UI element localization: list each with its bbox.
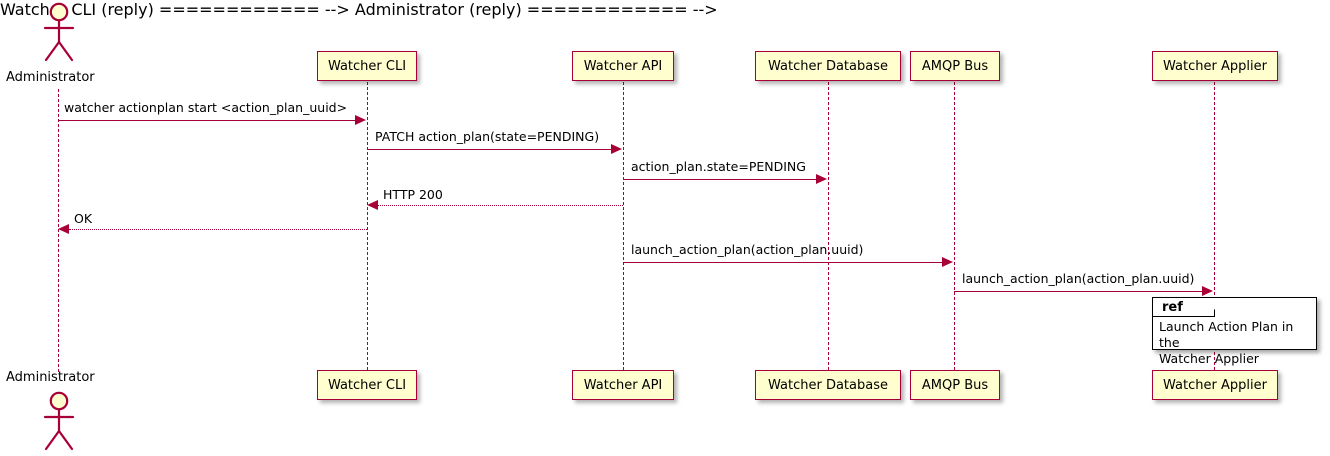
ref-fragment-tab: ref (1153, 298, 1215, 317)
message-label-1: watcher actionplan start <action_plan_uu… (64, 100, 348, 115)
message-arrowhead-4 (367, 200, 378, 210)
message-label-2: PATCH action_plan(state=PENDING) (375, 129, 600, 144)
participant-box-watcher-cli-top[interactable]: Watcher CLI (317, 51, 417, 81)
lifeline-amqp-bus (954, 82, 955, 370)
message-label-4: HTTP 200 (383, 187, 443, 202)
message-label-5: OK (74, 211, 93, 226)
participant-label-watcher-api-bottom: Watcher API (583, 377, 663, 393)
message-label-7: launch_action_plan(action_plan.uuid) (962, 271, 1195, 286)
participant-box-watcher-database-bottom[interactable]: Watcher Database (755, 370, 901, 400)
message-line-3 (623, 179, 817, 180)
ref-fragment-text-line-1: Launch Action Plan in the (1159, 319, 1294, 350)
participant-box-watcher-applier-top[interactable]: Watcher Applier (1152, 51, 1278, 81)
actor-label-administrator-bottom: Administrator (6, 370, 95, 385)
actor-administrator-top[interactable] (38, 2, 80, 64)
participant-box-watcher-cli-bottom[interactable]: Watcher CLI (317, 370, 417, 400)
message-line-5 (69, 229, 367, 230)
message-line-2 (367, 149, 612, 150)
message-arrowhead-2 (611, 144, 622, 154)
ref-fragment-text-line-2: Watcher Applier (1159, 351, 1259, 366)
actor-stick-figure-icon (43, 2, 75, 62)
participant-box-watcher-api-top[interactable]: Watcher API (572, 51, 674, 81)
participant-label-amqp-bus-top: AMQP Bus (921, 58, 989, 74)
message-arrowhead-7 (1202, 286, 1213, 296)
lifeline-watcher-cli (367, 82, 368, 370)
participant-box-watcher-applier-bottom[interactable]: Watcher Applier (1152, 370, 1278, 400)
actor-administrator-bottom[interactable] (38, 391, 80, 453)
participant-label-watcher-database-top: Watcher Database (768, 58, 888, 74)
actor-label-administrator-top: Administrator (6, 70, 95, 85)
message-label-3: action_plan.state=PENDING (631, 159, 806, 174)
message-arrowhead-3 (816, 174, 827, 184)
message-arrowhead-1 (355, 115, 366, 125)
participant-box-watcher-database-top[interactable]: Watcher Database (755, 51, 901, 81)
message-arrowhead-6 (942, 257, 953, 267)
participant-label-amqp-bus-bottom: AMQP Bus (921, 377, 989, 393)
message-line-4 (378, 205, 623, 206)
actor-stick-figure-icon (43, 391, 75, 451)
participant-box-watcher-api-bottom[interactable]: Watcher API (572, 370, 674, 400)
participant-label-watcher-api-top: Watcher API (583, 58, 663, 74)
ref-fragment-tag-label: ref (1162, 299, 1183, 315)
message-label-6: launch_action_plan(action_plan.uuid) (631, 242, 864, 257)
participant-label-watcher-database-bottom: Watcher Database (768, 377, 888, 393)
participant-label-watcher-cli-top: Watcher CLI (327, 58, 407, 74)
participant-label-watcher-cli-bottom: Watcher CLI (327, 377, 407, 393)
participant-label-watcher-applier-top: Watcher Applier (1163, 58, 1267, 74)
ref-fragment-body: Launch Action Plan in the Watcher Applie… (1159, 319, 1311, 367)
participant-label-watcher-applier-bottom: Watcher Applier (1163, 377, 1267, 393)
message-line-1 (58, 120, 356, 121)
ref-fragment[interactable]: ref Launch Action Plan in the Watcher Ap… (1152, 297, 1317, 366)
participant-box-amqp-bus-top[interactable]: AMQP Bus (910, 51, 1000, 81)
lifeline-watcher-database (828, 82, 829, 370)
message-line-6 (623, 262, 943, 263)
lifeline-watcher-api (623, 82, 624, 370)
participant-box-amqp-bus-bottom[interactable]: AMQP Bus (910, 370, 1000, 400)
message-line-7 (954, 291, 1203, 292)
lifeline-watcher-applier (1214, 82, 1215, 370)
message-arrowhead-5 (58, 224, 69, 234)
